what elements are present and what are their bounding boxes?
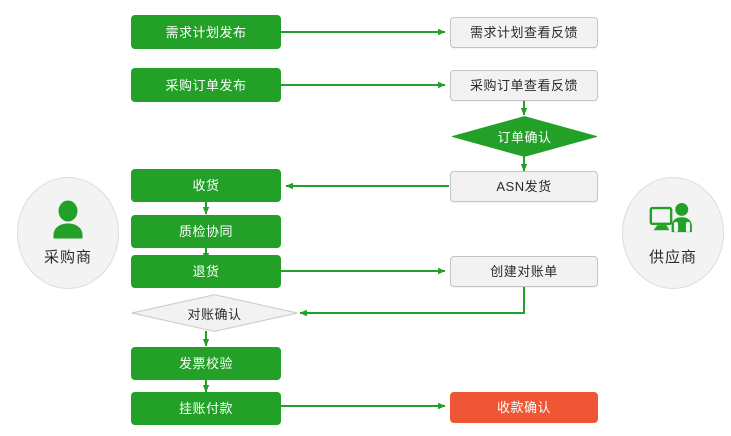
node-label: 采购订单发布 [165, 77, 247, 93]
node-demand-plan-view-feedback[interactable]: 需求计划查看反馈 [450, 17, 598, 48]
node-quality-collaboration[interactable]: 质检协同 [131, 215, 281, 248]
node-label: 订单确认 [497, 130, 552, 145]
node-label: 创建对账单 [490, 264, 558, 279]
node-create-reconciliation[interactable]: 创建对账单 [450, 256, 598, 287]
actor-supplier[interactable]: 供应商 [622, 177, 724, 289]
node-label: 收货 [192, 178, 220, 193]
diamond-shape [131, 294, 298, 332]
node-payable-payment[interactable]: 挂账付款 [131, 392, 281, 425]
user-computer-icon [649, 202, 692, 232]
actor-buyer-label: 采购商 [43, 248, 92, 266]
edge-n10-n11 [299, 287, 525, 317]
node-label: 采购订单查看反馈 [469, 78, 578, 93]
node-purchase-order-view-feedback[interactable]: 采购订单查看反馈 [450, 70, 598, 101]
node-purchase-order-publish[interactable]: 采购订单发布 [131, 68, 281, 102]
node-label: 对账确认 [187, 306, 242, 322]
node-asn-shipment[interactable]: ASN发货 [450, 171, 598, 202]
node-label: 需求计划发布 [165, 24, 247, 40]
node-demand-plan-publish[interactable]: 需求计划发布 [131, 15, 281, 49]
node-reconciliation-confirm[interactable]: 对账确认 [131, 294, 298, 332]
actor-supplier-label: 供应商 [648, 248, 697, 266]
user-icon [53, 200, 83, 238]
node-return-goods[interactable]: 退货 [131, 255, 281, 288]
node-label: 退货 [192, 264, 220, 279]
node-label: 收款确认 [496, 400, 551, 415]
node-label: 发票校验 [178, 356, 233, 371]
node-receipt-confirm[interactable]: 收款确认 [450, 392, 598, 423]
node-order-confirm[interactable]: 订单确认 [452, 116, 597, 157]
node-label: 挂账付款 [178, 401, 233, 416]
actor-buyer[interactable]: 采购商 [17, 177, 119, 289]
node-label: 需求计划查看反馈 [469, 25, 578, 40]
node-receive-goods[interactable]: 收货 [131, 169, 281, 202]
node-label: ASN发货 [496, 179, 552, 194]
node-invoice-verify[interactable]: 发票校验 [131, 347, 281, 380]
node-label: 质检协同 [178, 224, 233, 239]
